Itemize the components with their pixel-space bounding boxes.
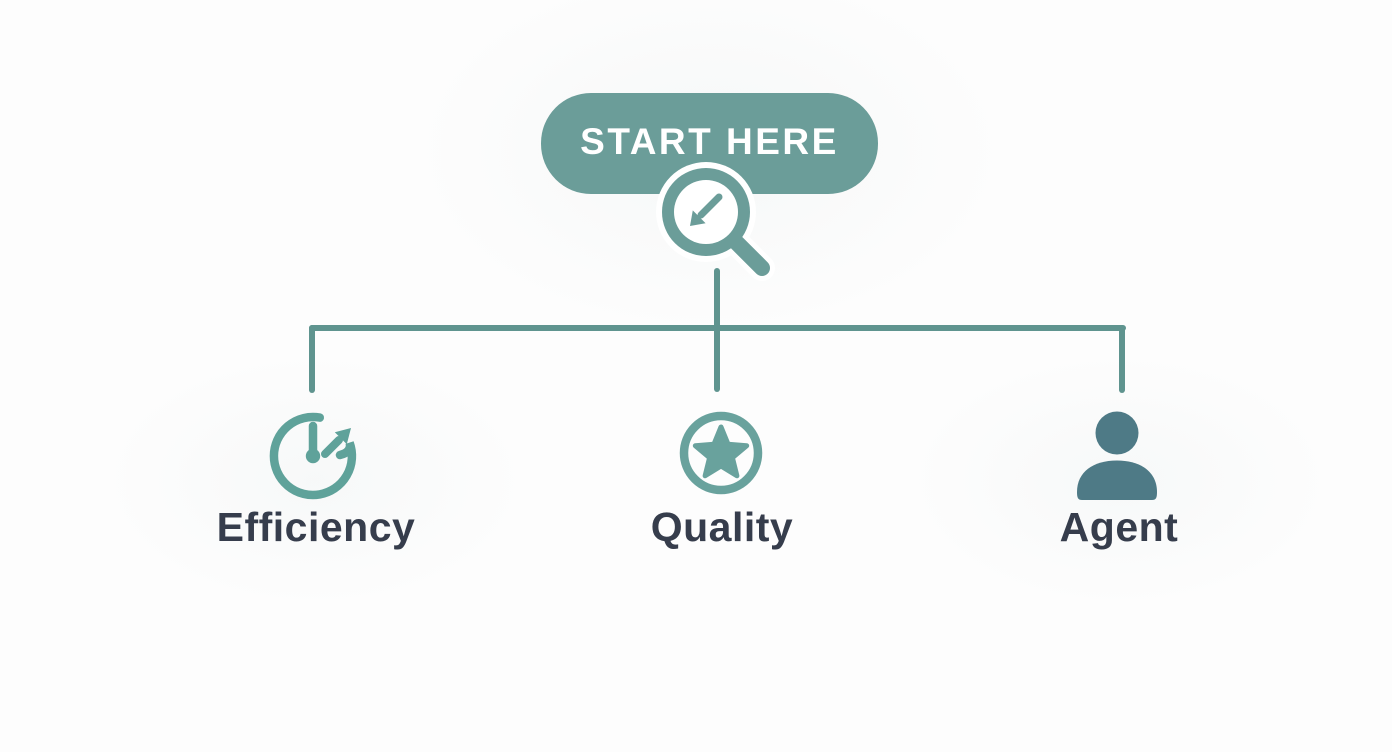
timer-arrow-icon	[269, 412, 357, 500]
star-badge-icon	[679, 411, 763, 495]
connector-left-drop	[309, 325, 315, 393]
person-icon	[1077, 411, 1157, 500]
node-label-quality: Quality	[650, 504, 794, 550]
connector-horizontal	[309, 325, 1126, 331]
node-label-agent: Agent	[1059, 504, 1179, 550]
magnifier-arrow-down-left-icon	[656, 162, 775, 281]
start-here-label: START HERE	[580, 120, 839, 162]
connector-right-drop	[1119, 325, 1125, 393]
node-label-efficiency: Efficiency	[216, 504, 416, 550]
